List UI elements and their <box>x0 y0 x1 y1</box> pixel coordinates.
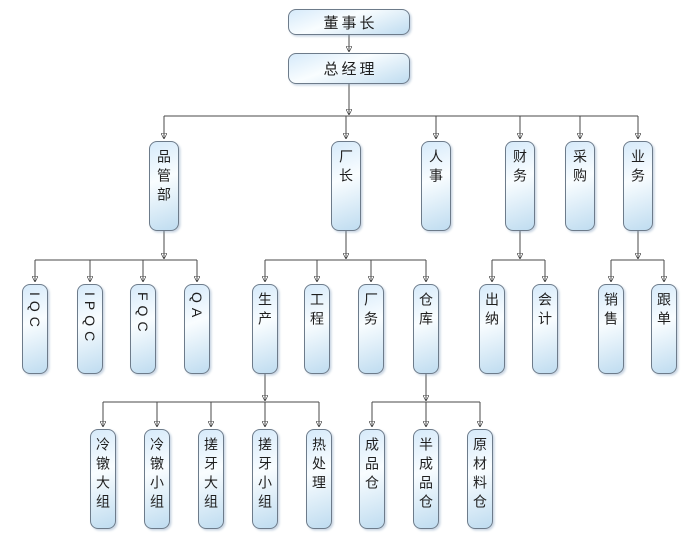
org-node-iqc: IQC <box>22 284 48 374</box>
org-node-label: 热处理 <box>311 437 327 494</box>
org-node-chairman: 董事长 <box>288 9 410 35</box>
org-node-label: 出纳 <box>484 292 500 330</box>
org-node-ipqc: IPQC <box>77 284 103 374</box>
org-node-label: 董事长 <box>323 14 378 32</box>
org-node-label: 半成品仓 <box>418 437 434 513</box>
org-node-label: IPQC <box>82 292 98 347</box>
org-node-cold-heading-large-group: 冷镦大组 <box>90 429 116 529</box>
org-node-general-manager: 总经理 <box>288 53 410 84</box>
org-node-thread-rolling-large-group: 搓牙大组 <box>198 429 224 529</box>
org-node-label: 成品仓 <box>364 437 380 494</box>
org-node-warehouse: 仓库 <box>413 284 439 374</box>
org-node-accounting: 会计 <box>532 284 558 374</box>
org-node-semi-finished-warehouse: 半成品仓 <box>413 429 439 529</box>
org-node-finance: 财务 <box>505 141 535 231</box>
org-node-label: 人事 <box>428 149 444 187</box>
org-node-engineering: 工程 <box>304 284 330 374</box>
org-node-label: 厂长 <box>338 149 354 187</box>
org-node-label: QA <box>189 292 205 323</box>
org-node-label: 冷镦小组 <box>149 437 165 513</box>
org-node-fqc: FQC <box>130 284 156 374</box>
org-node-qa: QA <box>184 284 210 374</box>
org-node-label: 跟单 <box>656 292 672 330</box>
org-node-purchasing: 采购 <box>565 141 595 231</box>
org-node-thread-rolling-small-group: 搓牙小组 <box>252 429 278 529</box>
org-node-label: 总经理 <box>323 61 378 78</box>
org-node-label: 品管部 <box>156 149 172 206</box>
org-node-label: 会计 <box>537 292 553 330</box>
org-node-label: 工程 <box>309 292 325 330</box>
org-node-sales: 销售 <box>598 284 624 374</box>
org-node-label: 销售 <box>603 292 619 330</box>
org-node-production: 生产 <box>252 284 278 374</box>
org-node-factory-director: 厂长 <box>331 141 361 231</box>
org-node-label: 搓牙小组 <box>257 437 273 513</box>
org-node-quality-dept: 品管部 <box>149 141 179 231</box>
org-node-cashier: 出纳 <box>479 284 505 374</box>
org-node-label: FQC <box>135 292 151 337</box>
org-node-label: 生产 <box>257 292 273 330</box>
org-node-label: 财务 <box>512 149 528 187</box>
org-node-hr: 人事 <box>421 141 451 231</box>
org-node-finished-goods-warehouse: 成品仓 <box>359 429 385 529</box>
org-node-order-tracking: 跟单 <box>651 284 677 374</box>
org-node-label: 仓库 <box>418 292 434 330</box>
org-node-raw-material-warehouse: 原材料仓 <box>467 429 493 529</box>
org-node-label: 业务 <box>630 149 646 187</box>
org-node-heat-treatment: 热处理 <box>306 429 332 529</box>
org-node-label: 冷镦大组 <box>95 437 111 513</box>
org-node-label: 厂务 <box>363 292 379 330</box>
org-node-business: 业务 <box>623 141 653 231</box>
org-node-cold-heading-small-group: 冷镦小组 <box>144 429 170 529</box>
org-node-label: IQC <box>27 292 43 332</box>
org-node-label: 原材料仓 <box>472 437 488 513</box>
org-node-label: 搓牙大组 <box>203 437 219 513</box>
org-node-factory-affairs: 厂务 <box>358 284 384 374</box>
org-node-label: 采购 <box>572 149 588 187</box>
